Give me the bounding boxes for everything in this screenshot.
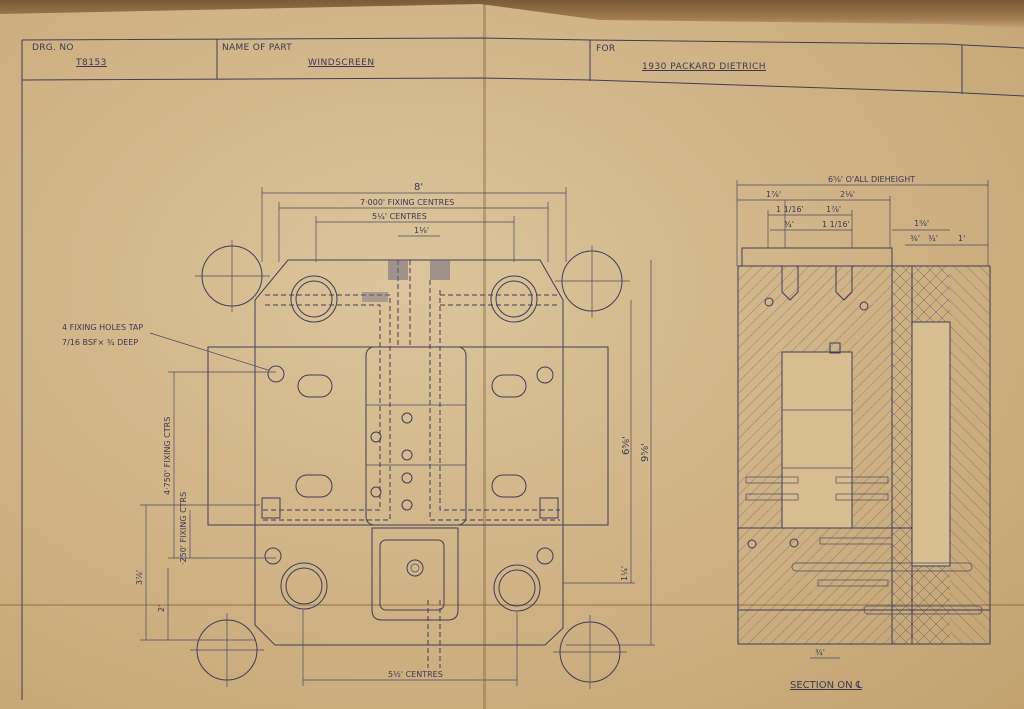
dim-1-1-16: 1 1/16' [776,205,804,214]
dim-fixing-centres: 7·000' FIXING CENTRES [360,198,454,207]
dim-250-fixing: ·250' FIXING CTRS [179,492,188,565]
drg-no-label: DRG. NO [32,43,74,53]
dim-3-4-b: ¾' [928,234,938,243]
dim-1-5-8: 1⅝' [914,219,929,228]
dim-small: 1⅛' [414,226,429,235]
for-value: 1930 PACKARD DIETRICH [642,62,767,72]
dim-3-8: ⅜' [910,234,920,243]
note-fixing-holes-2: 7/16 BSF× ¾ DEEP [62,338,138,347]
part-name-value: WINDSCREEN [308,58,375,68]
dim-overall-section: 6⅝' O'ALL DIEHEIGHT [828,175,915,184]
dim-2: 2' [157,605,166,612]
dim-3-4-bottom: ¾' [815,648,825,657]
dim-9-5-8: 9⅝' [640,443,651,462]
dim-3-7-8: 3⅞' [135,570,144,585]
title-block-frame [21,37,1024,700]
dim-3-4-a: ¾' [784,220,794,229]
dim-1-7-8-b: 1⅞' [826,205,841,214]
dim-1-7-8: 1⅞' [766,190,781,199]
dim-6-5-8: 6⅝' [621,436,632,455]
dim-2-1-8: 2⅛' [840,190,855,199]
dim-1: 1' [958,234,965,243]
vertical-fold-crease [483,0,486,709]
section-view [736,180,991,659]
section-label: SECTION ON ℄ [790,680,863,691]
dim-1-1-4: 1¼' [620,566,629,581]
plan-view [140,187,655,689]
dim-centres-top: 5¼' CENTRES [372,212,427,221]
note-fixing-holes-1: 4 FIXING HOLES TAP [62,323,143,332]
dim-1-1-16-b: 1 1/16' [822,220,850,229]
dim-fixing-ctrs-vertical: 4·750' FIXING CTRS [163,417,172,495]
for-label: FOR [596,44,616,54]
dim-overall-plan: 8' [414,182,423,193]
dim-centres-bottom: 5½' CENTRES [388,670,443,679]
part-name-label: NAME OF PART [222,43,293,53]
drg-no-value: T8153 [76,58,107,68]
